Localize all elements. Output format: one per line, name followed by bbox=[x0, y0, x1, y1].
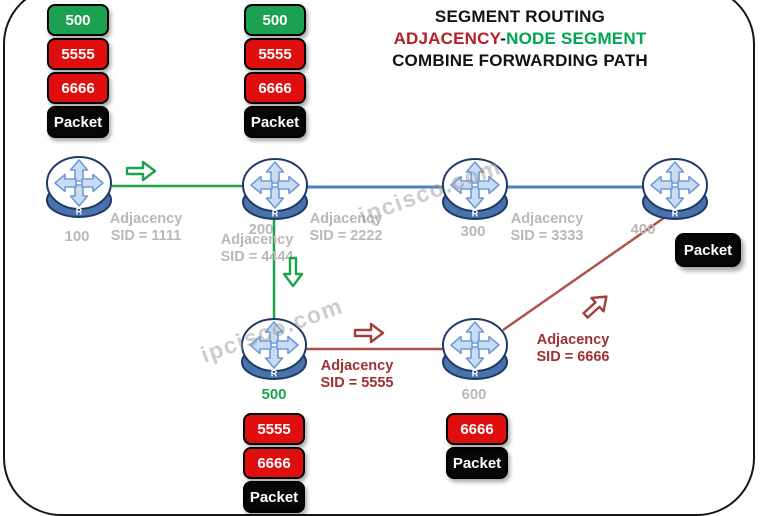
packet-badge-400: Packet bbox=[675, 233, 741, 267]
router-label-100: 100 bbox=[64, 228, 90, 245]
links-layer bbox=[112, 184, 672, 351]
router-label-600: 600 bbox=[461, 386, 487, 403]
link-label-line2: SID = 6666 bbox=[536, 349, 610, 365]
title-line-3: COMBINE FORWARDING PATH bbox=[392, 51, 648, 70]
router-200: R bbox=[240, 157, 310, 221]
link-label-line1: Adjacency bbox=[320, 358, 394, 374]
router-icon: R bbox=[442, 158, 508, 220]
stack-box-500: 500 bbox=[244, 4, 306, 36]
router-600: R bbox=[440, 317, 510, 381]
link-label-line1: Adjacency bbox=[536, 332, 610, 348]
stack-box-packet: Packet bbox=[446, 447, 508, 479]
stack-box-6666: 6666 bbox=[244, 72, 306, 104]
stack-box-packet: Packet bbox=[243, 481, 305, 513]
link-label-line2: SID = 3333 bbox=[510, 228, 584, 244]
router-500: R bbox=[239, 317, 309, 381]
stack-box-5555: 5555 bbox=[244, 38, 306, 70]
svg-text:R: R bbox=[672, 209, 679, 219]
title-line-2: ADJACENCY-NODE SEGMENT bbox=[370, 28, 670, 50]
router-300: R bbox=[440, 157, 510, 221]
title-adjacency: ADJACENCY bbox=[393, 29, 501, 48]
diagram-title: SEGMENT ROUTING ADJACENCY-NODE SEGMENT C… bbox=[370, 6, 670, 72]
link-label-line2: SID = 2222 bbox=[309, 228, 383, 244]
router-icon: R bbox=[46, 156, 112, 218]
stack-box-5555: 5555 bbox=[243, 413, 305, 445]
title-line-1: SEGMENT ROUTING bbox=[434, 7, 606, 26]
router-label-300: 300 bbox=[460, 223, 486, 240]
stack-box-6666: 6666 bbox=[243, 447, 305, 479]
link-label-line2: SID = 5555 bbox=[320, 375, 394, 391]
link-label-line1: Adjacency bbox=[109, 211, 183, 227]
title-separator: - bbox=[500, 29, 507, 48]
stack-box-packet: Packet bbox=[47, 106, 109, 138]
link-label-line1: Adjacency bbox=[220, 232, 294, 248]
svg-text:R: R bbox=[472, 209, 479, 219]
router-icon: R bbox=[442, 318, 508, 380]
link-600-400 bbox=[502, 211, 672, 332]
stack-box-packet: Packet bbox=[244, 106, 306, 138]
svg-text:R: R bbox=[472, 369, 479, 379]
router-icon: R bbox=[241, 318, 307, 380]
stack-box-6666: 6666 bbox=[446, 413, 508, 445]
router-icon: R bbox=[242, 158, 308, 220]
stack-box-5555: 5555 bbox=[47, 38, 109, 70]
svg-text:R: R bbox=[271, 369, 278, 379]
router-100: R bbox=[44, 155, 114, 219]
link-label-line2: SID = 1111 bbox=[110, 228, 182, 244]
flow-arrow-right-0 bbox=[124, 158, 158, 184]
router-label-200: 200 bbox=[248, 221, 274, 238]
link-label-line1: Adjacency bbox=[510, 211, 584, 227]
flow-arrow-up-right-3 bbox=[575, 285, 618, 327]
flow-arrow-down-1 bbox=[280, 255, 306, 289]
router-icon: R bbox=[642, 158, 708, 220]
svg-text:R: R bbox=[272, 209, 279, 219]
link-label-line1: Adjacency bbox=[309, 211, 383, 227]
router-400: R bbox=[640, 157, 710, 221]
link-label-line2: SID = 4444 bbox=[220, 249, 294, 265]
title-node-segment: NODE SEGMENT bbox=[506, 29, 647, 48]
packet-badge-label: Packet bbox=[683, 241, 733, 259]
stack-box-6666: 6666 bbox=[47, 72, 109, 104]
router-label-400: 400 bbox=[630, 221, 656, 238]
svg-text:R: R bbox=[76, 207, 83, 217]
flow-arrow-right-2 bbox=[352, 320, 386, 346]
stack-box-500: 500 bbox=[47, 4, 109, 36]
router-label-500: 500 bbox=[261, 386, 287, 403]
